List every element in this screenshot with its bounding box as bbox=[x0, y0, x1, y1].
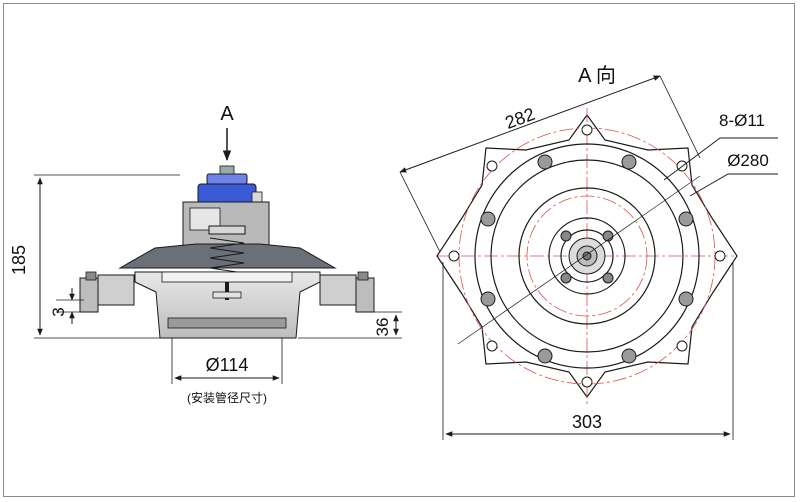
diagonal-leader bbox=[457, 175, 701, 345]
side-nozzle-right bbox=[319, 271, 375, 313]
ext-line-282a bbox=[399, 171, 446, 263]
dim-holes-label: 8-Ø11 bbox=[719, 111, 765, 130]
dim-height-label: 185 bbox=[9, 245, 29, 275]
drawing-border bbox=[3, 3, 795, 497]
view-arrow-label: A bbox=[220, 103, 234, 125]
dim-overall-span-label: 282 bbox=[502, 104, 537, 133]
housing-rings bbox=[474, 143, 700, 369]
valve-body bbox=[134, 271, 321, 339]
dim-line-282 bbox=[399, 75, 661, 173]
front-view: A 向 282 bbox=[399, 64, 778, 440]
pilot-valve bbox=[182, 165, 270, 253]
view-title: A 向 bbox=[578, 64, 616, 87]
dim-bolt-circle-label: Ø280 bbox=[727, 151, 769, 170]
flange-bolts bbox=[480, 154, 694, 364]
dim-pipe-diameter-label: Ø114 bbox=[206, 355, 249, 375]
side-nozzle-left bbox=[79, 271, 135, 313]
spring bbox=[208, 225, 246, 274]
valve-cover bbox=[118, 243, 337, 269]
dim-small-label: 3 bbox=[49, 307, 68, 316]
ext-line-282b bbox=[659, 75, 701, 159]
lug-holes bbox=[448, 124, 726, 388]
dim-width-label: 303 bbox=[572, 412, 602, 432]
side-view: A bbox=[9, 103, 402, 405]
dim-bottom-label: 36 bbox=[373, 318, 392, 337]
leader-holes bbox=[663, 137, 778, 181]
pipe-note: (安装管径尺寸) bbox=[187, 390, 267, 405]
leader-bolt-circle bbox=[689, 173, 778, 197]
